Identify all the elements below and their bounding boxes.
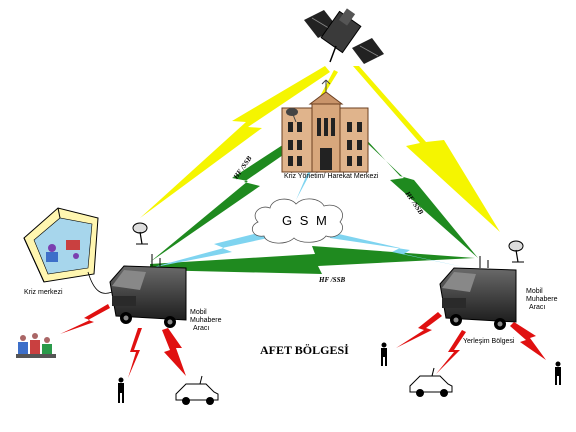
left-van-label-line1: Mobil <box>190 309 207 316</box>
gsm-link-right <box>330 232 468 268</box>
hf-bottom-label: HF /SSB <box>319 276 346 284</box>
right-van-label-line1: Mobil <box>526 288 543 295</box>
left-dish-antenna-icon <box>132 222 148 245</box>
left-van-label: Mobil Muhabere Aracı <box>190 309 222 333</box>
right-van-label-line2: Muhabere <box>526 296 558 303</box>
hf-link-left <box>150 122 322 262</box>
left-van-label-line2: Muhabere <box>190 317 222 324</box>
red-link-left-car <box>162 328 186 376</box>
red-link-right-car <box>436 330 466 374</box>
gsm-link-left <box>150 232 268 268</box>
hq-dish-icon <box>286 108 298 123</box>
left-person-icon <box>118 377 124 403</box>
hf-link-bottom <box>150 246 475 274</box>
satellite-link-left <box>140 66 330 218</box>
satellite-link-right <box>353 66 500 232</box>
people-group-icon <box>16 333 56 358</box>
gsm-label: G S M <box>282 213 329 228</box>
disaster-zone-label: AFET BÖLGESİ <box>260 343 349 357</box>
hf-link-right <box>345 122 478 258</box>
right-van-label: Mobil Muhabere Aracı <box>526 288 558 312</box>
hq-label: Kriz Yönetim/ Harekat Merkezi <box>284 173 379 180</box>
crisis-center-tent-icon <box>23 207 99 283</box>
left-mobile-van-icon <box>109 254 187 328</box>
right-person-left-icon <box>381 342 387 366</box>
right-mobile-van-icon <box>439 256 517 330</box>
headquarters-building-icon <box>281 79 369 173</box>
gsm-link-top <box>296 150 318 200</box>
right-car-icon <box>409 367 453 397</box>
right-van-label-line3: Aracı <box>529 304 546 311</box>
settlement-label: Yerleşim Bölgesi <box>463 338 515 345</box>
red-link-left-people <box>60 304 110 334</box>
right-dish-antenna-icon <box>508 240 524 263</box>
crisis-center-label: Kriz merkezi <box>24 289 63 296</box>
satellite-icon <box>304 8 384 64</box>
red-link-left-person <box>128 328 142 378</box>
red-link-right-person-left <box>396 312 442 348</box>
left-car-icon <box>175 375 219 405</box>
left-van-label-line3: Aracı <box>193 325 210 332</box>
gsm-cloud-icon <box>251 198 343 244</box>
red-link-right-person-right <box>510 322 546 360</box>
tent-cable <box>87 271 113 294</box>
right-person-right-icon <box>555 361 561 385</box>
